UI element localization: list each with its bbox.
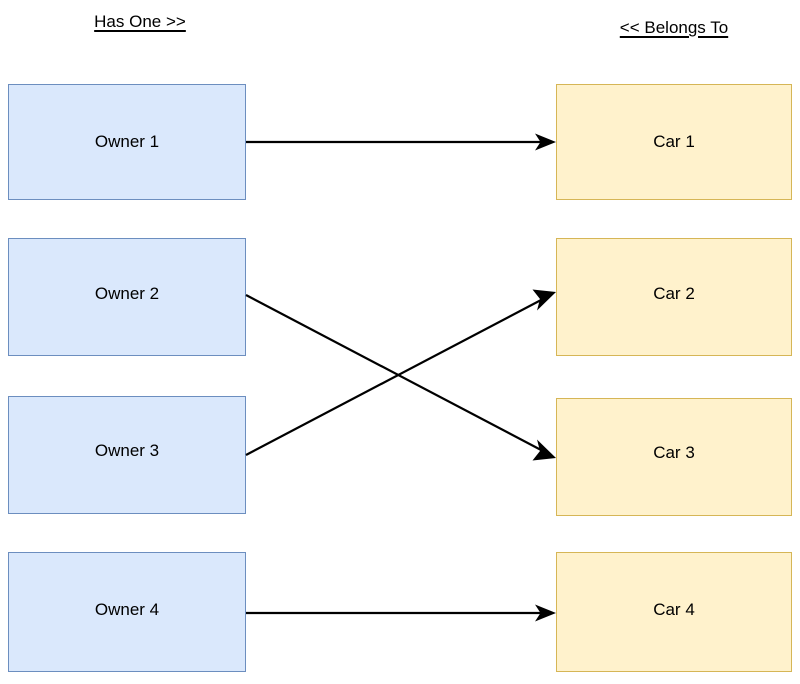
edge-owner-2-car-3-line (245, 294, 543, 452)
edge-owner-4-car-4[interactable] (246, 604, 556, 622)
node-owner-2[interactable]: Owner 2 (8, 238, 246, 356)
node-car-3[interactable]: Car 3 (556, 398, 792, 516)
node-owner-4-label: Owner 4 (94, 600, 160, 619)
node-owner-1-label: Owner 1 (94, 132, 160, 151)
node-car-4-label: Car 4 (653, 600, 695, 619)
node-owner-4[interactable]: Owner 4 (8, 552, 246, 672)
node-car-2[interactable]: Car 2 (556, 238, 792, 356)
arrowhead-icon (532, 289, 556, 311)
node-owner-3-label: Owner 3 (94, 441, 160, 460)
node-owner-1[interactable]: Owner 1 (8, 84, 246, 200)
node-car-1[interactable]: Car 1 (556, 84, 792, 200)
arrowhead-icon (535, 133, 556, 151)
node-car-4[interactable]: Car 4 (556, 552, 792, 672)
edge-owner-1-car-1[interactable] (246, 133, 556, 151)
column-header-belongs-to: << Belongs To (619, 18, 729, 37)
node-car-2-label: Car 2 (653, 284, 695, 303)
node-car-1-label: Car 1 (653, 132, 695, 151)
column-header-has-one: Has One >> (94, 12, 186, 31)
edge-owner-2-car-3[interactable] (245, 294, 556, 461)
arrowhead-icon (532, 439, 556, 461)
edge-owner-3-car-2[interactable] (245, 289, 556, 456)
node-owner-3[interactable]: Owner 3 (8, 396, 246, 514)
node-owner-2-label: Owner 2 (94, 284, 160, 303)
arrowhead-icon (535, 604, 556, 622)
node-car-3-label: Car 3 (653, 443, 695, 462)
edge-owner-3-car-2-line (245, 298, 543, 456)
